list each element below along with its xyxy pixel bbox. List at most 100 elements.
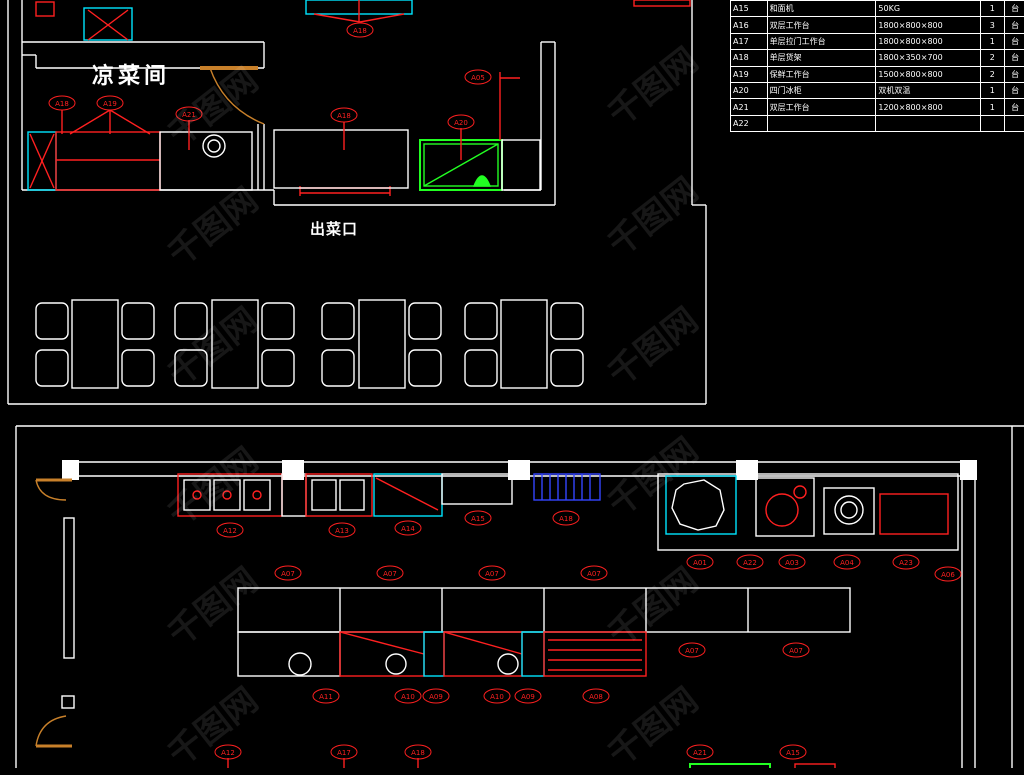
equipment-tag: A12 <box>215 745 241 759</box>
equipment-tag-label: A12 <box>223 527 237 535</box>
equipment-tag: A01 <box>687 555 713 569</box>
equipment-tag-label: A22 <box>743 559 757 567</box>
legend-cell-qty: 3 <box>980 17 1005 33</box>
equipment-tag-label: A11 <box>319 693 333 701</box>
legend-cell-unit: 台 <box>1005 50 1024 66</box>
equipment-tag: A18 <box>347 23 373 37</box>
legend-cell-code: A15 <box>731 1 768 17</box>
equipment-tag-label: A07 <box>281 570 295 578</box>
legend-cell-spec: 1500×800×800 <box>876 66 980 82</box>
legend-cell-code: A22 <box>731 115 768 131</box>
equipment-tag-label: A20 <box>454 119 468 127</box>
legend-cell-unit: 台 <box>1005 1 1024 17</box>
legend-cell-name: 单层拉门工作台 <box>767 33 876 49</box>
equipment-tag-label: A09 <box>521 693 535 701</box>
legend-cell-unit <box>1005 115 1024 131</box>
equipment-tag: A14 <box>395 521 421 535</box>
bottom-doors <box>36 480 72 746</box>
equipment-tag-label: A18 <box>559 515 573 523</box>
equipment-tag-label: A10 <box>401 693 415 701</box>
legend-cell-unit: 台 <box>1005 82 1024 98</box>
equipment-tag-label: A07 <box>485 570 499 578</box>
equipment-tag-label: A18 <box>411 749 425 757</box>
equipment-tag-label: A21 <box>182 111 196 119</box>
legend-cell-name: 和面机 <box>767 1 876 17</box>
equipment-tag-label: A12 <box>221 749 235 757</box>
door-swing-top <box>210 68 264 124</box>
equipment-tag: A06 <box>935 567 961 581</box>
equipment-tag: A18 <box>49 96 75 110</box>
legend-cell-qty: 2 <box>980 50 1005 66</box>
legend-cell-unit: 台 <box>1005 33 1024 49</box>
equipment-tag: A17 <box>331 745 357 759</box>
legend-cell-spec: 50KG <box>876 1 980 17</box>
legend-cell-code: A21 <box>731 99 768 115</box>
central-counter <box>238 588 850 676</box>
equipment-tag-label: A18 <box>337 112 351 120</box>
equipment-tag-label: A19 <box>103 100 117 108</box>
legend-row: A22 <box>731 115 1024 131</box>
legend-cell-name <box>767 115 876 131</box>
equipment-tag: A09 <box>423 689 449 703</box>
legend-cell-spec: 1800×800×800 <box>876 33 980 49</box>
legend-cell-qty: 1 <box>980 1 1005 17</box>
legend-cell-qty: 1 <box>980 82 1005 98</box>
legend-cell-code: A20 <box>731 82 768 98</box>
equipment-tag-label: A23 <box>899 559 913 567</box>
legend-cell-name: 单层货架 <box>767 50 876 66</box>
equipment-tag-label: A10 <box>490 693 504 701</box>
equipment-tag: A12 <box>217 523 243 537</box>
equipment-tag: A10 <box>395 689 421 703</box>
sink-units <box>178 474 600 516</box>
equipment-tag-label: A07 <box>789 647 803 655</box>
equipment-tag: A23 <box>893 555 919 569</box>
equipment-tag-label: A18 <box>353 27 367 35</box>
equipment-tag: A10 <box>484 689 510 703</box>
equipment-tag-label: A05 <box>471 74 485 82</box>
bottom-edge-fixtures <box>228 758 835 768</box>
equipment-tag: A07 <box>377 566 403 580</box>
legend-cell-unit: 台 <box>1005 66 1024 82</box>
equipment-tag: A13 <box>329 523 355 537</box>
legend-cell-name: 四门冰柜 <box>767 82 876 98</box>
equipment-tag: A18 <box>405 745 431 759</box>
equipment-tag: A21 <box>176 107 202 121</box>
equipment-tag: A08 <box>583 689 609 703</box>
equipment-tag: A18 <box>331 108 357 122</box>
cooking-line <box>658 474 958 550</box>
equipment-tag: A20 <box>448 115 474 129</box>
legend-cell-name: 保鲜工作台 <box>767 66 876 82</box>
equipment-tag-label: A08 <box>589 693 603 701</box>
equipment-tag-label: A17 <box>337 749 351 757</box>
legend-cell-code: A16 <box>731 17 768 33</box>
equipment-tag: A07 <box>581 566 607 580</box>
equipment-tag: A04 <box>834 555 860 569</box>
equipment-tag-label: A15 <box>786 749 800 757</box>
equipment-tag-label: A01 <box>693 559 707 567</box>
equipment-tag-label: A03 <box>785 559 799 567</box>
dining-tables <box>36 300 583 388</box>
legend-cell-name: 双层工作台 <box>767 99 876 115</box>
equipment-tag-label: A09 <box>429 693 443 701</box>
equipment-tag-label: A15 <box>471 515 485 523</box>
legend-cell-qty: 1 <box>980 99 1005 115</box>
equipment-tag: A03 <box>779 555 805 569</box>
cold-dish-room-label: 凉菜间 <box>92 58 170 90</box>
equipment-tag: A11 <box>313 689 339 703</box>
structural-columns <box>62 460 977 480</box>
equipment-tag: A19 <box>97 96 123 110</box>
legend-cell-spec: 1200×800×800 <box>876 99 980 115</box>
equipment-tag-label: A07 <box>383 570 397 578</box>
legend-cell-name: 双层工作台 <box>767 17 876 33</box>
legend-cell-unit: 台 <box>1005 17 1024 33</box>
equipment-tag: A15 <box>780 745 806 759</box>
legend-cell-spec <box>876 115 980 131</box>
equipment-tag-label: A14 <box>401 525 415 533</box>
equipment-tag-label: A07 <box>685 647 699 655</box>
equipment-tag-label: A13 <box>335 527 349 535</box>
